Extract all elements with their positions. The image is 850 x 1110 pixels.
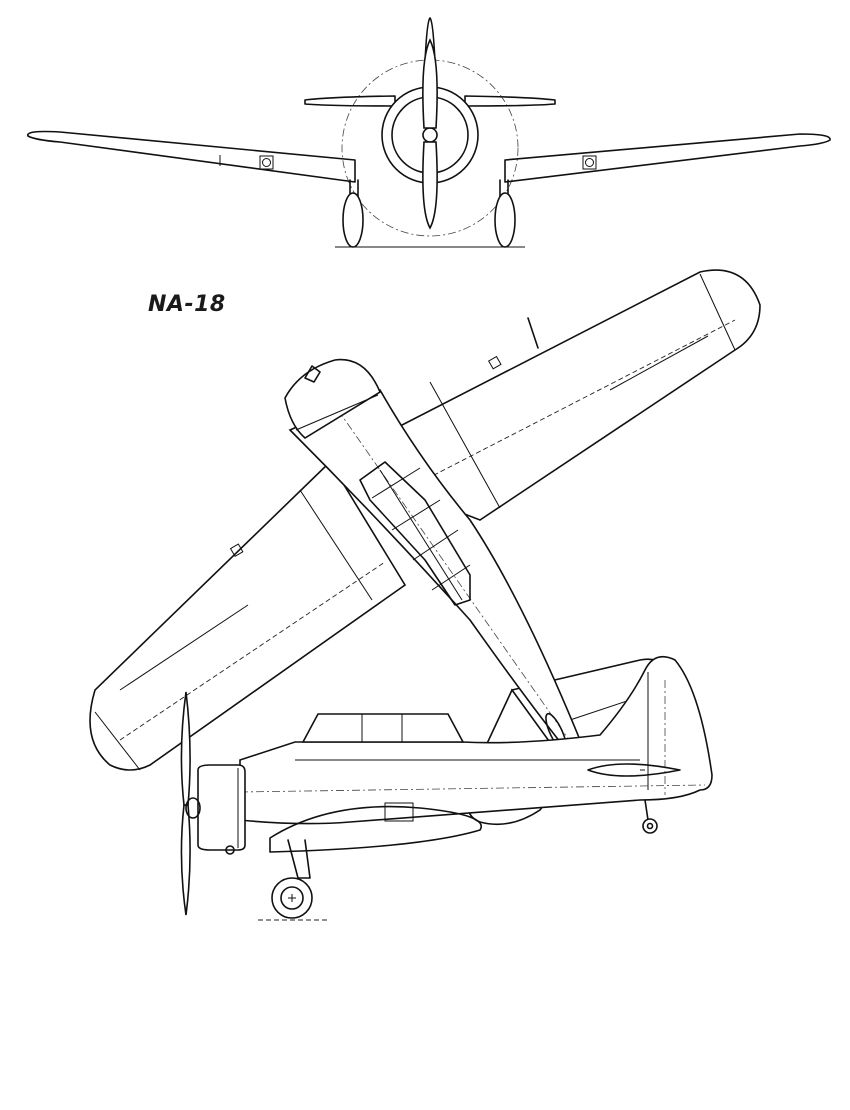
left-main-wheel xyxy=(342,192,364,248)
left-panel-marker xyxy=(259,155,274,170)
right-wing-front xyxy=(504,133,831,183)
left-wing-front xyxy=(27,130,356,183)
wing-root-side xyxy=(269,805,483,853)
right-main-wheel xyxy=(494,192,516,248)
left-tailplane xyxy=(304,95,396,107)
propeller-blade-lower xyxy=(422,141,438,230)
aircraft-title: NA-18 xyxy=(148,292,226,317)
antenna-mast xyxy=(527,317,539,349)
spinner-top xyxy=(304,365,321,383)
propeller-upper-side xyxy=(180,691,191,806)
propeller-lower-side xyxy=(180,804,191,916)
right-wing-top xyxy=(328,269,761,521)
canopy-top xyxy=(359,461,471,606)
left-wing-top xyxy=(89,460,407,771)
propeller-disc xyxy=(341,59,519,237)
side-view xyxy=(180,655,713,921)
canopy-side xyxy=(301,713,465,743)
stabilizer-side xyxy=(587,763,681,777)
spinner-side xyxy=(185,797,201,819)
cowling-side xyxy=(197,764,246,851)
right-tailplane xyxy=(464,95,556,107)
propeller-blade-upper xyxy=(422,38,438,129)
front-view xyxy=(27,17,831,248)
right-panel-marker xyxy=(582,155,597,170)
fuselage-side xyxy=(239,655,713,825)
tail-wheel-side xyxy=(642,818,658,834)
